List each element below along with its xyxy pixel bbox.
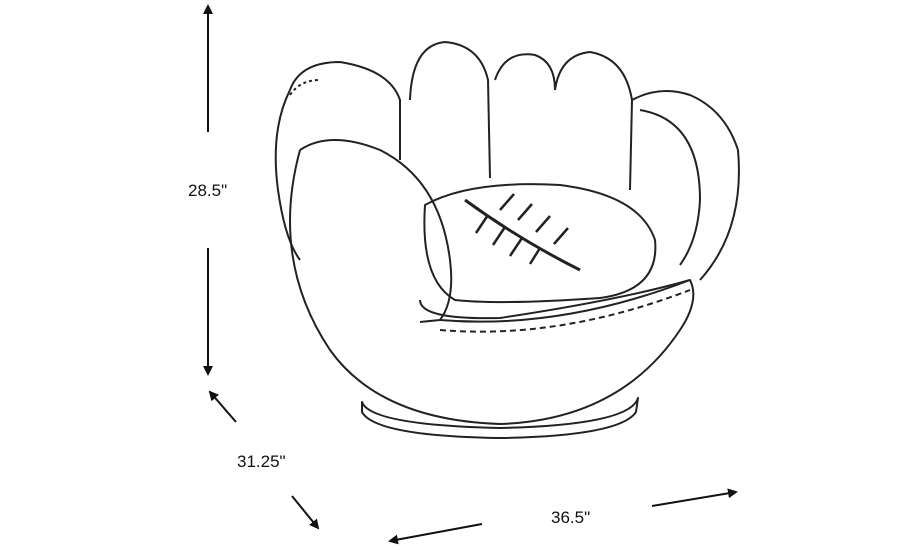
height-label: 28.5"	[188, 181, 228, 200]
glove-chair-illustration	[274, 41, 740, 439]
width-arrow-left	[388, 523, 483, 545]
depth-arrow-top	[208, 390, 237, 423]
depth-label: 31.25"	[237, 452, 286, 471]
depth-arrow-bottom	[291, 495, 320, 530]
width-label: 36.5"	[551, 508, 591, 527]
width-arrow-right	[651, 488, 738, 507]
